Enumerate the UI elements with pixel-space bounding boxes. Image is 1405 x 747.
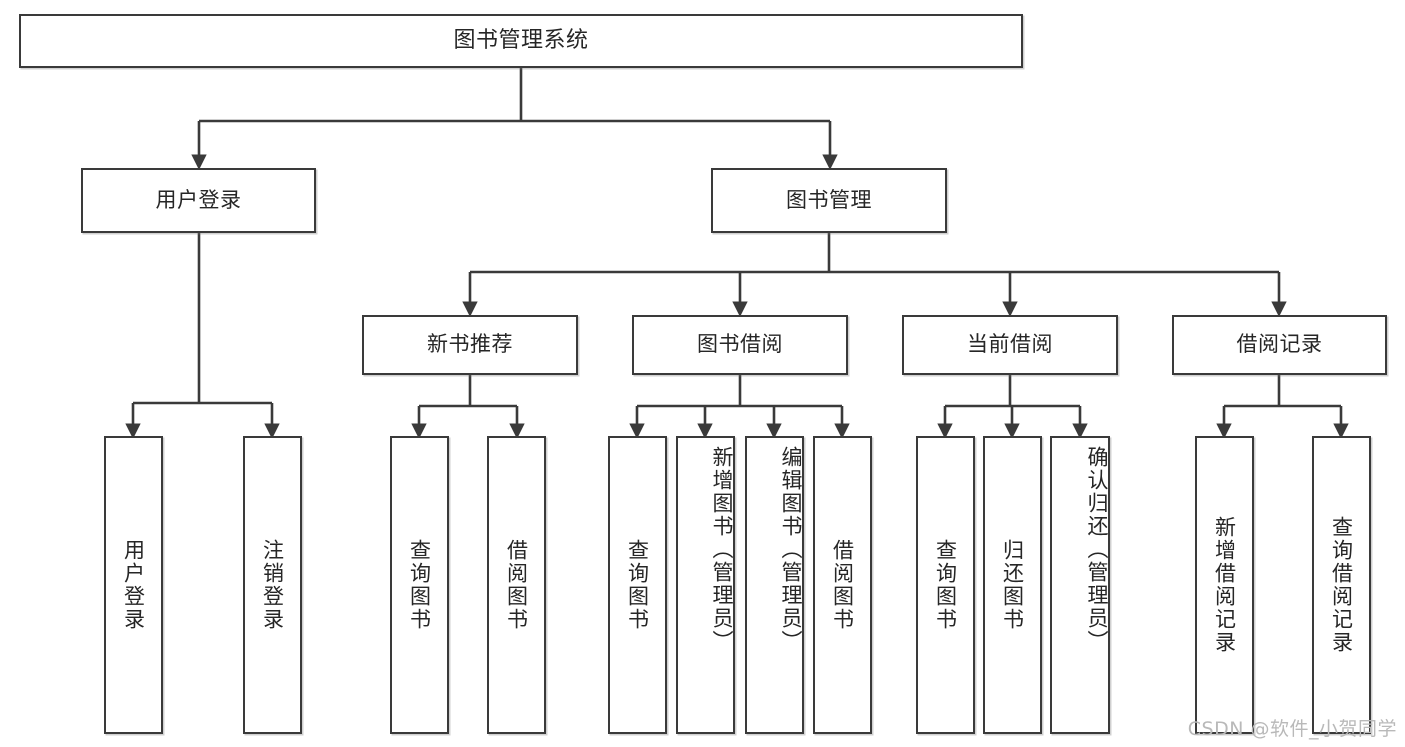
watermark: CSDN @软件_小贺同学 [1187,718,1397,740]
node-leaf-query-book-cur[interactable]: 查询图书 [916,436,975,734]
node-leaf-confirm-return-label: 确认归还（管理员） [1085,446,1109,653]
node-borrow-record-label: 借阅记录 [1236,332,1323,357]
node-leaf-add-record[interactable]: 新增借阅记录 [1195,436,1254,734]
node-book-manage-label: 图书管理 [786,187,872,212]
node-leaf-borrow-book-rec-label: 借阅图书 [504,539,529,631]
node-leaf-edit-book-label: 编辑图书（管理员） [779,446,803,653]
node-root[interactable]: 图书管理系统 [19,14,1023,68]
node-leaf-return-book-label: 归还图书 [1000,539,1025,631]
node-leaf-edit-book[interactable]: 编辑图书（管理员） [745,436,804,734]
node-leaf-query-record[interactable]: 查询借阅记录 [1312,436,1371,734]
node-leaf-query-book-borrow[interactable]: 查询图书 [608,436,667,734]
node-leaf-add-book[interactable]: 新增图书（管理员） [676,436,735,734]
node-root-label: 图书管理系统 [453,27,589,53]
node-leaf-query-record-label: 查询借阅记录 [1329,516,1354,654]
node-current-borrow[interactable]: 当前借阅 [902,315,1118,375]
node-new-book-recommend-label: 新书推荐 [427,332,513,357]
node-user-login[interactable]: 用户登录 [81,168,316,233]
node-leaf-query-book-rec-label: 查询图书 [407,539,432,631]
node-book-borrow[interactable]: 图书借阅 [632,315,848,375]
node-leaf-borrow-book[interactable]: 借阅图书 [813,436,872,734]
node-user-login-label: 用户登录 [155,187,242,212]
node-leaf-confirm-return[interactable]: 确认归还（管理员） [1050,436,1110,734]
node-leaf-return-book[interactable]: 归还图书 [983,436,1042,734]
node-leaf-query-book-rec[interactable]: 查询图书 [390,436,449,734]
node-leaf-borrow-book-label: 借阅图书 [830,539,855,631]
node-leaf-user-logout-label: 注销登录 [260,539,285,631]
node-leaf-user-login-label: 用户登录 [121,539,146,631]
node-book-borrow-label: 图书借阅 [697,332,783,357]
node-leaf-query-book-borrow-label: 查询图书 [625,539,650,631]
node-leaf-user-login[interactable]: 用户登录 [104,436,163,734]
node-book-manage[interactable]: 图书管理 [711,168,947,233]
node-leaf-add-record-label: 新增借阅记录 [1212,516,1237,654]
node-new-book-recommend[interactable]: 新书推荐 [362,315,578,375]
node-leaf-borrow-book-rec[interactable]: 借阅图书 [487,436,546,734]
node-leaf-user-logout[interactable]: 注销登录 [243,436,302,734]
node-current-borrow-label: 当前借阅 [967,332,1053,357]
node-leaf-add-book-label: 新增图书（管理员） [710,446,734,653]
node-borrow-record[interactable]: 借阅记录 [1172,315,1387,375]
node-leaf-query-book-cur-label: 查询图书 [933,539,958,631]
